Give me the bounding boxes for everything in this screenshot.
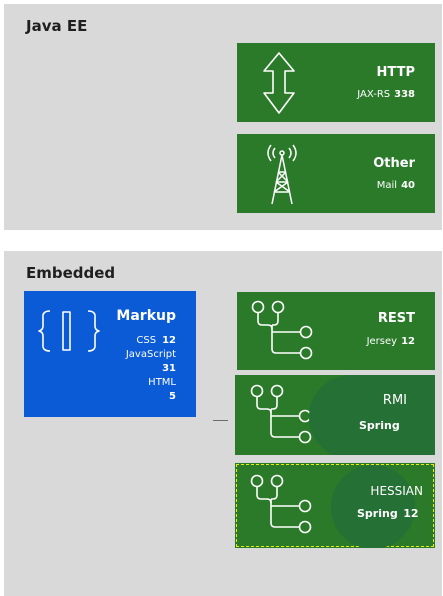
hessian-hover-blob bbox=[331, 465, 415, 548]
markup-item-javascript-label: JavaScript bbox=[125, 349, 176, 360]
other-meta-label: Mail bbox=[376, 180, 398, 191]
markup-item-html-label: HTML bbox=[148, 377, 176, 388]
http-meta-label: JAX-RS bbox=[357, 89, 391, 100]
hessian-meta: Spring 12 bbox=[357, 507, 419, 520]
rmi-hover-blob bbox=[309, 375, 435, 455]
other-meta-value: 40 bbox=[401, 180, 415, 191]
hessian-meta-value: 12 bbox=[403, 507, 419, 520]
connector-line bbox=[213, 420, 228, 421]
markup-item-javascript-value: 31 bbox=[162, 363, 176, 374]
http-meta-value: 338 bbox=[394, 89, 415, 100]
rmi-tile[interactable]: RMI Spring bbox=[235, 375, 435, 455]
rest-meta-value: 12 bbox=[401, 336, 415, 347]
branch-icon bbox=[250, 299, 316, 365]
rest-title: REST bbox=[377, 311, 415, 326]
rest-meta-label: Jersey bbox=[366, 336, 398, 347]
hessian-tile[interactable]: HESSIAN Spring 12 bbox=[235, 463, 435, 548]
branch-icon bbox=[249, 473, 315, 539]
rmi-title: RMI bbox=[382, 393, 407, 408]
other-title: Other bbox=[373, 156, 415, 171]
markup-item-html-value: 5 bbox=[169, 391, 176, 402]
javaee-title: Java EE bbox=[26, 17, 88, 35]
markup-title: Markup bbox=[116, 308, 176, 324]
hessian-title: HESSIAN bbox=[370, 484, 423, 498]
http-title: HTTP bbox=[376, 65, 415, 80]
rmi-meta-label: Spring bbox=[359, 419, 400, 432]
braces-icon bbox=[36, 309, 102, 357]
branch-icon bbox=[249, 383, 315, 449]
radio-tower-icon bbox=[261, 142, 303, 210]
hessian-meta-label: Spring bbox=[357, 507, 398, 520]
up-down-arrow-icon bbox=[259, 51, 299, 119]
embedded-title: Embedded bbox=[26, 264, 116, 282]
